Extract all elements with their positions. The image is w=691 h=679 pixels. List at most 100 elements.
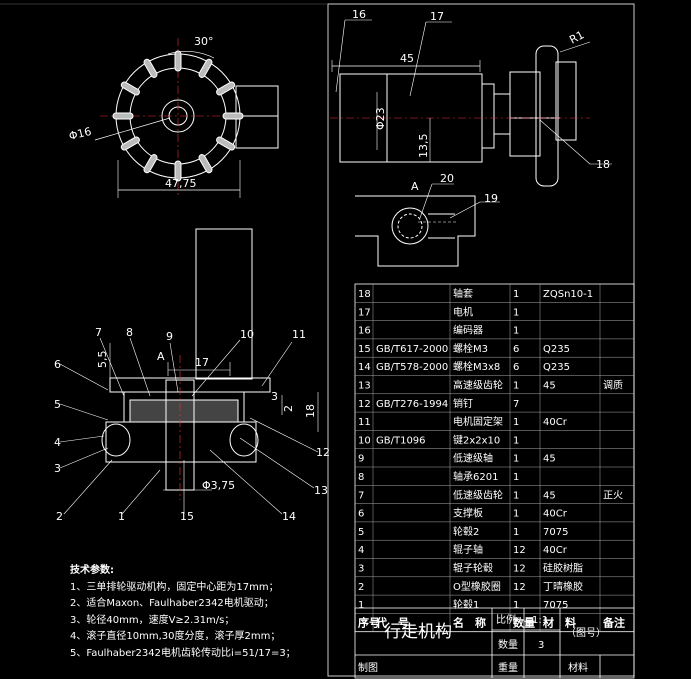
bom-cell: 1 (358, 600, 364, 611)
bom-cell: 40Cr (543, 509, 568, 520)
bom-cell: 6 (358, 509, 364, 520)
frame-border (327, 3, 635, 677)
side-length-label: 45 (400, 52, 414, 65)
bom-cell: 6 (513, 362, 519, 373)
bom-cell: 轴套 (453, 287, 473, 300)
bom-cell: 3 (358, 564, 364, 575)
bom-cell: 销钉 (453, 397, 473, 410)
balloon-20: 20 (440, 172, 454, 185)
bom-cell: 硅胶树脂 (543, 562, 583, 575)
bom-cell: 10 (358, 435, 371, 446)
bom-cell: 14 (358, 362, 371, 373)
scale-label: 比例 (496, 613, 516, 626)
bom-cell: 11 (358, 417, 371, 428)
balloon-17: 17 (430, 10, 444, 23)
section-view (59, 228, 319, 515)
bom-cell: 电机 (453, 305, 473, 318)
dim-17: 17 (195, 356, 209, 369)
balloon-6: 6 (54, 358, 61, 371)
bom-header: 备注 (602, 615, 625, 629)
bom-cell: 轴承6201 (453, 470, 498, 483)
notes-title: 技术参数: (70, 565, 114, 576)
detail-a (355, 183, 500, 267)
bom-cell: 12 (513, 582, 526, 593)
bom-cell: 1 (513, 509, 519, 520)
bom-cell: 8 (358, 472, 364, 483)
bom-cell: 4 (358, 545, 364, 556)
roller-shape (198, 58, 213, 78)
bom-cell: 1 (513, 326, 519, 337)
bom-cell: 丁晴橡胶 (543, 580, 583, 593)
radius-label: R1 (567, 28, 586, 46)
weight-label: 重量 (498, 661, 518, 674)
balloon-7: 7 (95, 326, 102, 339)
bom-cell: GB/T276-1994 (376, 399, 448, 410)
bom-cell: 螺栓M3x8 (453, 360, 500, 373)
roller-shape (143, 58, 158, 78)
bom-cell: 2 (358, 582, 364, 593)
balloon-12: 12 (316, 446, 330, 459)
bom-cell: GB/T617-2000 (376, 344, 448, 355)
width-label: 47,75 (165, 177, 197, 190)
bom-cell: 9 (358, 454, 364, 465)
bom-cell: 1 (513, 289, 519, 300)
side-diameter-label: Φ23 (374, 107, 387, 130)
balloon-3: 3 (54, 462, 61, 475)
bom-cell: 轮毂1 (453, 598, 479, 611)
balloon-4: 4 (54, 436, 61, 449)
bom-cell: 7075 (543, 600, 568, 611)
bom-cell: 40Cr (543, 545, 568, 556)
note-item: 4、滚子直径10mm,30度分度，滚子厚2mm； (70, 631, 281, 642)
bom-cell: 1 (513, 472, 519, 483)
side-height-label: 13,5 (417, 134, 430, 159)
bom-cell: 辊子轴 (453, 543, 483, 556)
bom-cell: GB/T578-2000 (376, 362, 448, 373)
balloon-14: 14 (282, 510, 296, 523)
roller-shape (198, 154, 213, 174)
scale-value: 1:1 (532, 615, 548, 626)
roller-shape (120, 81, 140, 96)
balloon-18: 18 (596, 158, 610, 171)
note-item: 2、适合Maxon、Faulhaber2342电机驱动； (70, 598, 274, 609)
detail-letter: A (411, 180, 419, 193)
bom-header: 材 料 (543, 615, 576, 629)
balloon-9: 9 (166, 330, 173, 343)
bom-cell: 17 (358, 307, 371, 318)
diameter-16-label: Φ16 (68, 125, 93, 143)
bom-cell: 低速级齿轮 (453, 488, 503, 501)
bom-cell: 调质 (603, 380, 623, 392)
bom-cell: 5 (358, 527, 364, 538)
bom-cell: 7 (358, 490, 364, 501)
technical-notes: 技术参数: 1、三单排轮驱动机构，固定中心距为17mm； 2、适合Maxon、F… (70, 563, 350, 662)
bom-cell: 支撑板 (453, 507, 483, 520)
dim-55: 5,5 (96, 351, 109, 369)
bom-cell: 键2x2x10 (453, 433, 500, 446)
bom-outline (354, 283, 635, 633)
side-view-motor (330, 19, 612, 187)
bom-header: 名 称 (453, 615, 486, 629)
balloon-19: 19 (484, 192, 498, 205)
bom-cell: 1 (513, 454, 519, 465)
bom-cell: 7 (513, 399, 519, 410)
bom-cell: 螺栓M3 (453, 342, 488, 355)
balloon-11: 11 (292, 328, 306, 341)
bom-cell: 1 (513, 417, 519, 428)
roller-shape (174, 50, 182, 72)
title-block (354, 607, 635, 679)
drawn-label: 制图 (358, 661, 378, 674)
bom-cell: 12 (513, 545, 526, 556)
roller-shape (120, 136, 140, 151)
bom-cell: 45 (543, 490, 556, 501)
dim-phi375: Φ3,75 (202, 479, 235, 492)
dim-2: 2 (282, 405, 295, 412)
drawing-number: （图号） (566, 627, 606, 639)
balloon-5: 5 (54, 398, 61, 411)
bom-cell: 6 (513, 344, 519, 355)
qty-value: 3 (538, 640, 544, 651)
roller-shape (222, 112, 244, 120)
dim-3: 3 (271, 390, 278, 403)
bom-cell: 12 (513, 564, 526, 575)
bom-cell: 编码器 (453, 324, 483, 337)
roller-shape (216, 81, 236, 96)
